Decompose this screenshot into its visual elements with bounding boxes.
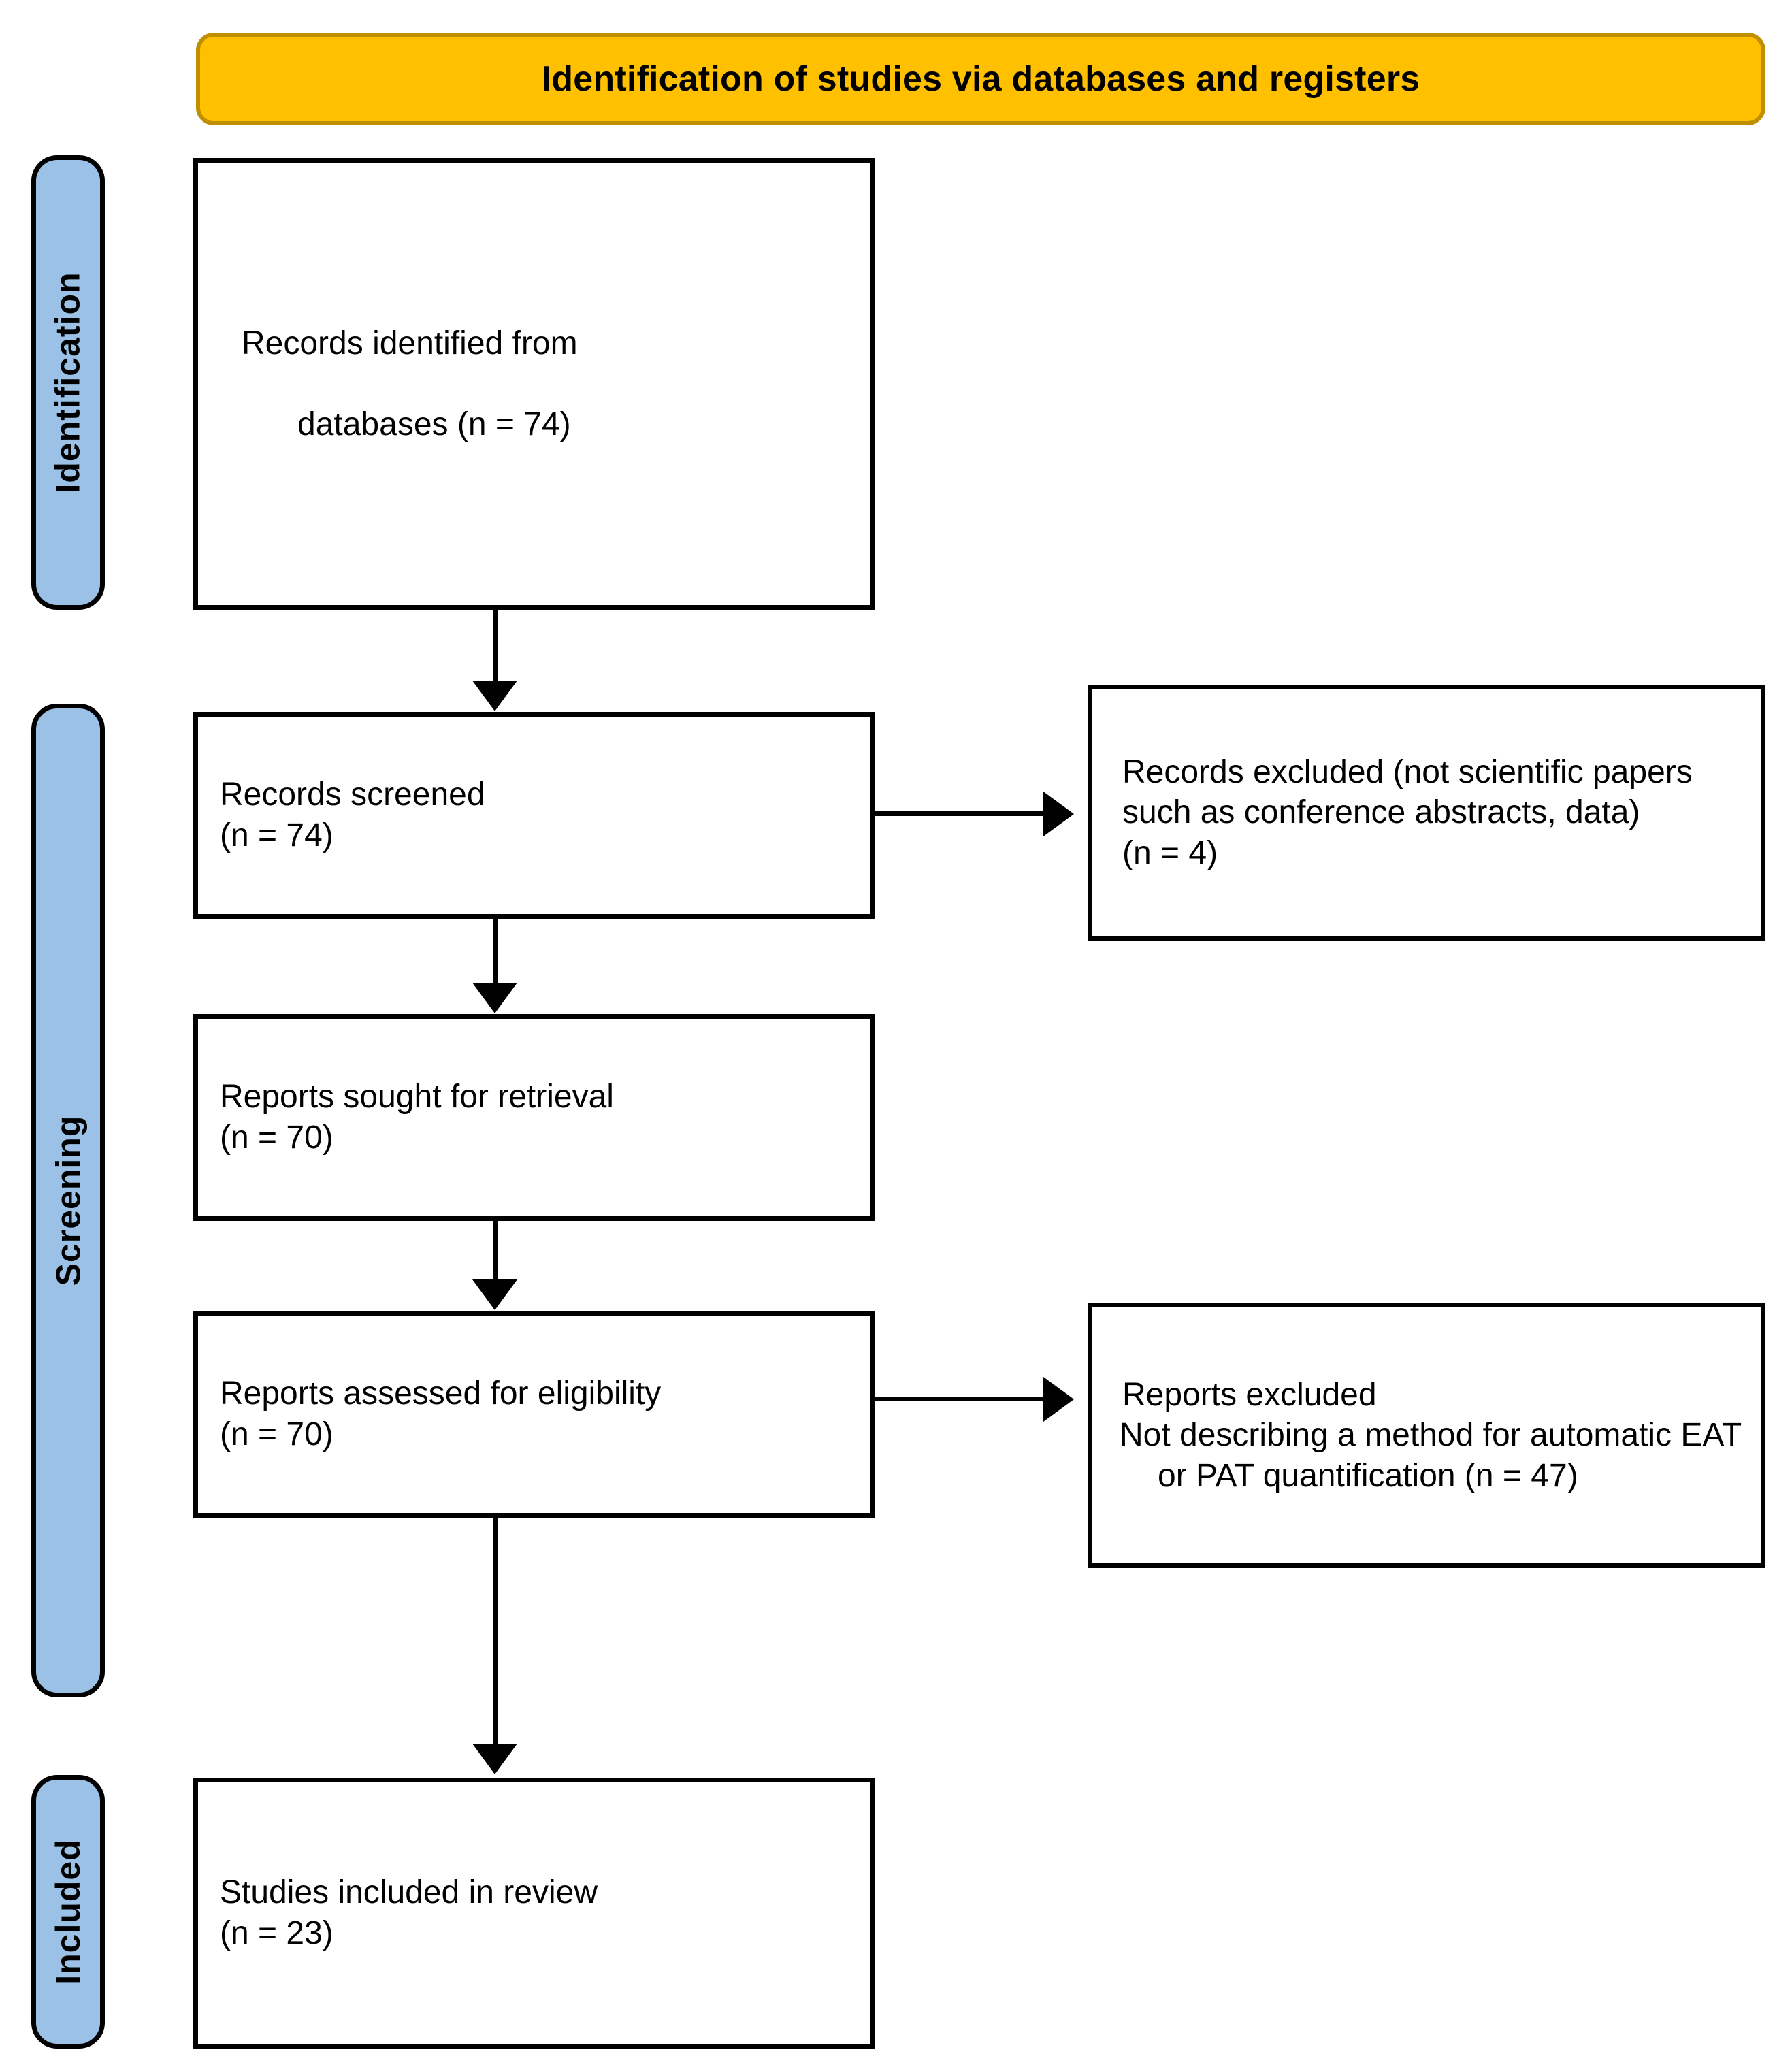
stage-tab-included-label: Included xyxy=(49,1839,88,1985)
diagram-title: Identification of studies via databases … xyxy=(541,59,1420,99)
box-records-identified-text: Records identified from databases (n = 7… xyxy=(198,282,870,485)
box-reports-assessed-text: Reports assessed for eligibility (n = 70… xyxy=(220,1375,662,1452)
box-reports-excluded-reason: Not describing a method for automatic EA… xyxy=(1120,1417,1742,1494)
connector-sought-to-assessed-line xyxy=(493,1221,498,1281)
box-studies-included: Studies included in review (n = 23) xyxy=(193,1778,875,2049)
connector-screened-to-records-excluded-line xyxy=(875,811,1045,816)
box-records-screened: Records screened (n = 74) xyxy=(193,712,875,919)
box-reports-excluded: Reports excluded Not describing a method… xyxy=(1088,1303,1765,1568)
box-records-identified-line2: databases (n = 74) xyxy=(297,406,571,442)
connector-identified-to-screened-line xyxy=(493,610,498,685)
arrow-right-icon-assessed-to-reports-excluded xyxy=(1043,1377,1074,1422)
box-records-screened-text: Records screened (n = 74) xyxy=(220,777,485,853)
box-records-identified-line1: Records identified from xyxy=(242,325,578,361)
diagram-header-banner: Identification of studies via databases … xyxy=(196,33,1765,125)
box-records-identified: Records identified from databases (n = 7… xyxy=(193,158,875,610)
box-reports-sought: Reports sought for retrieval (n = 70) xyxy=(193,1014,875,1221)
box-reports-sought-text: Reports sought for retrieval (n = 70) xyxy=(220,1079,614,1156)
box-reports-excluded-heading: Reports excluded xyxy=(1122,1376,1377,1413)
box-records-excluded-text: Records excluded (not scientific papers … xyxy=(1122,753,1693,871)
stage-tab-included: Included xyxy=(31,1775,105,2049)
connector-assessed-to-included-line xyxy=(493,1518,498,1746)
arrow-down-icon-identified-to-screened xyxy=(472,681,517,711)
stage-tab-screening-label: Screening xyxy=(49,1115,87,1286)
box-studies-included-text: Studies included in review (n = 23) xyxy=(220,1874,598,1951)
stage-tab-identification: Identification xyxy=(31,155,105,610)
arrow-down-icon-screened-to-sought xyxy=(472,983,517,1013)
stage-tab-identification-label: Identification xyxy=(49,272,88,493)
box-records-excluded: Records excluded (not scientific papers … xyxy=(1088,685,1765,941)
arrow-down-icon-sought-to-assessed xyxy=(472,1279,517,1310)
connector-assessed-to-reports-excluded-line xyxy=(875,1397,1045,1401)
connector-screened-to-sought-line xyxy=(493,919,498,987)
arrow-down-icon-assessed-to-included xyxy=(472,1744,517,1774)
stage-tab-screening: Screening xyxy=(31,704,105,1697)
box-reports-assessed: Reports assessed for eligibility (n = 70… xyxy=(193,1311,875,1518)
arrow-right-icon-screened-to-records-excluded xyxy=(1043,792,1074,836)
